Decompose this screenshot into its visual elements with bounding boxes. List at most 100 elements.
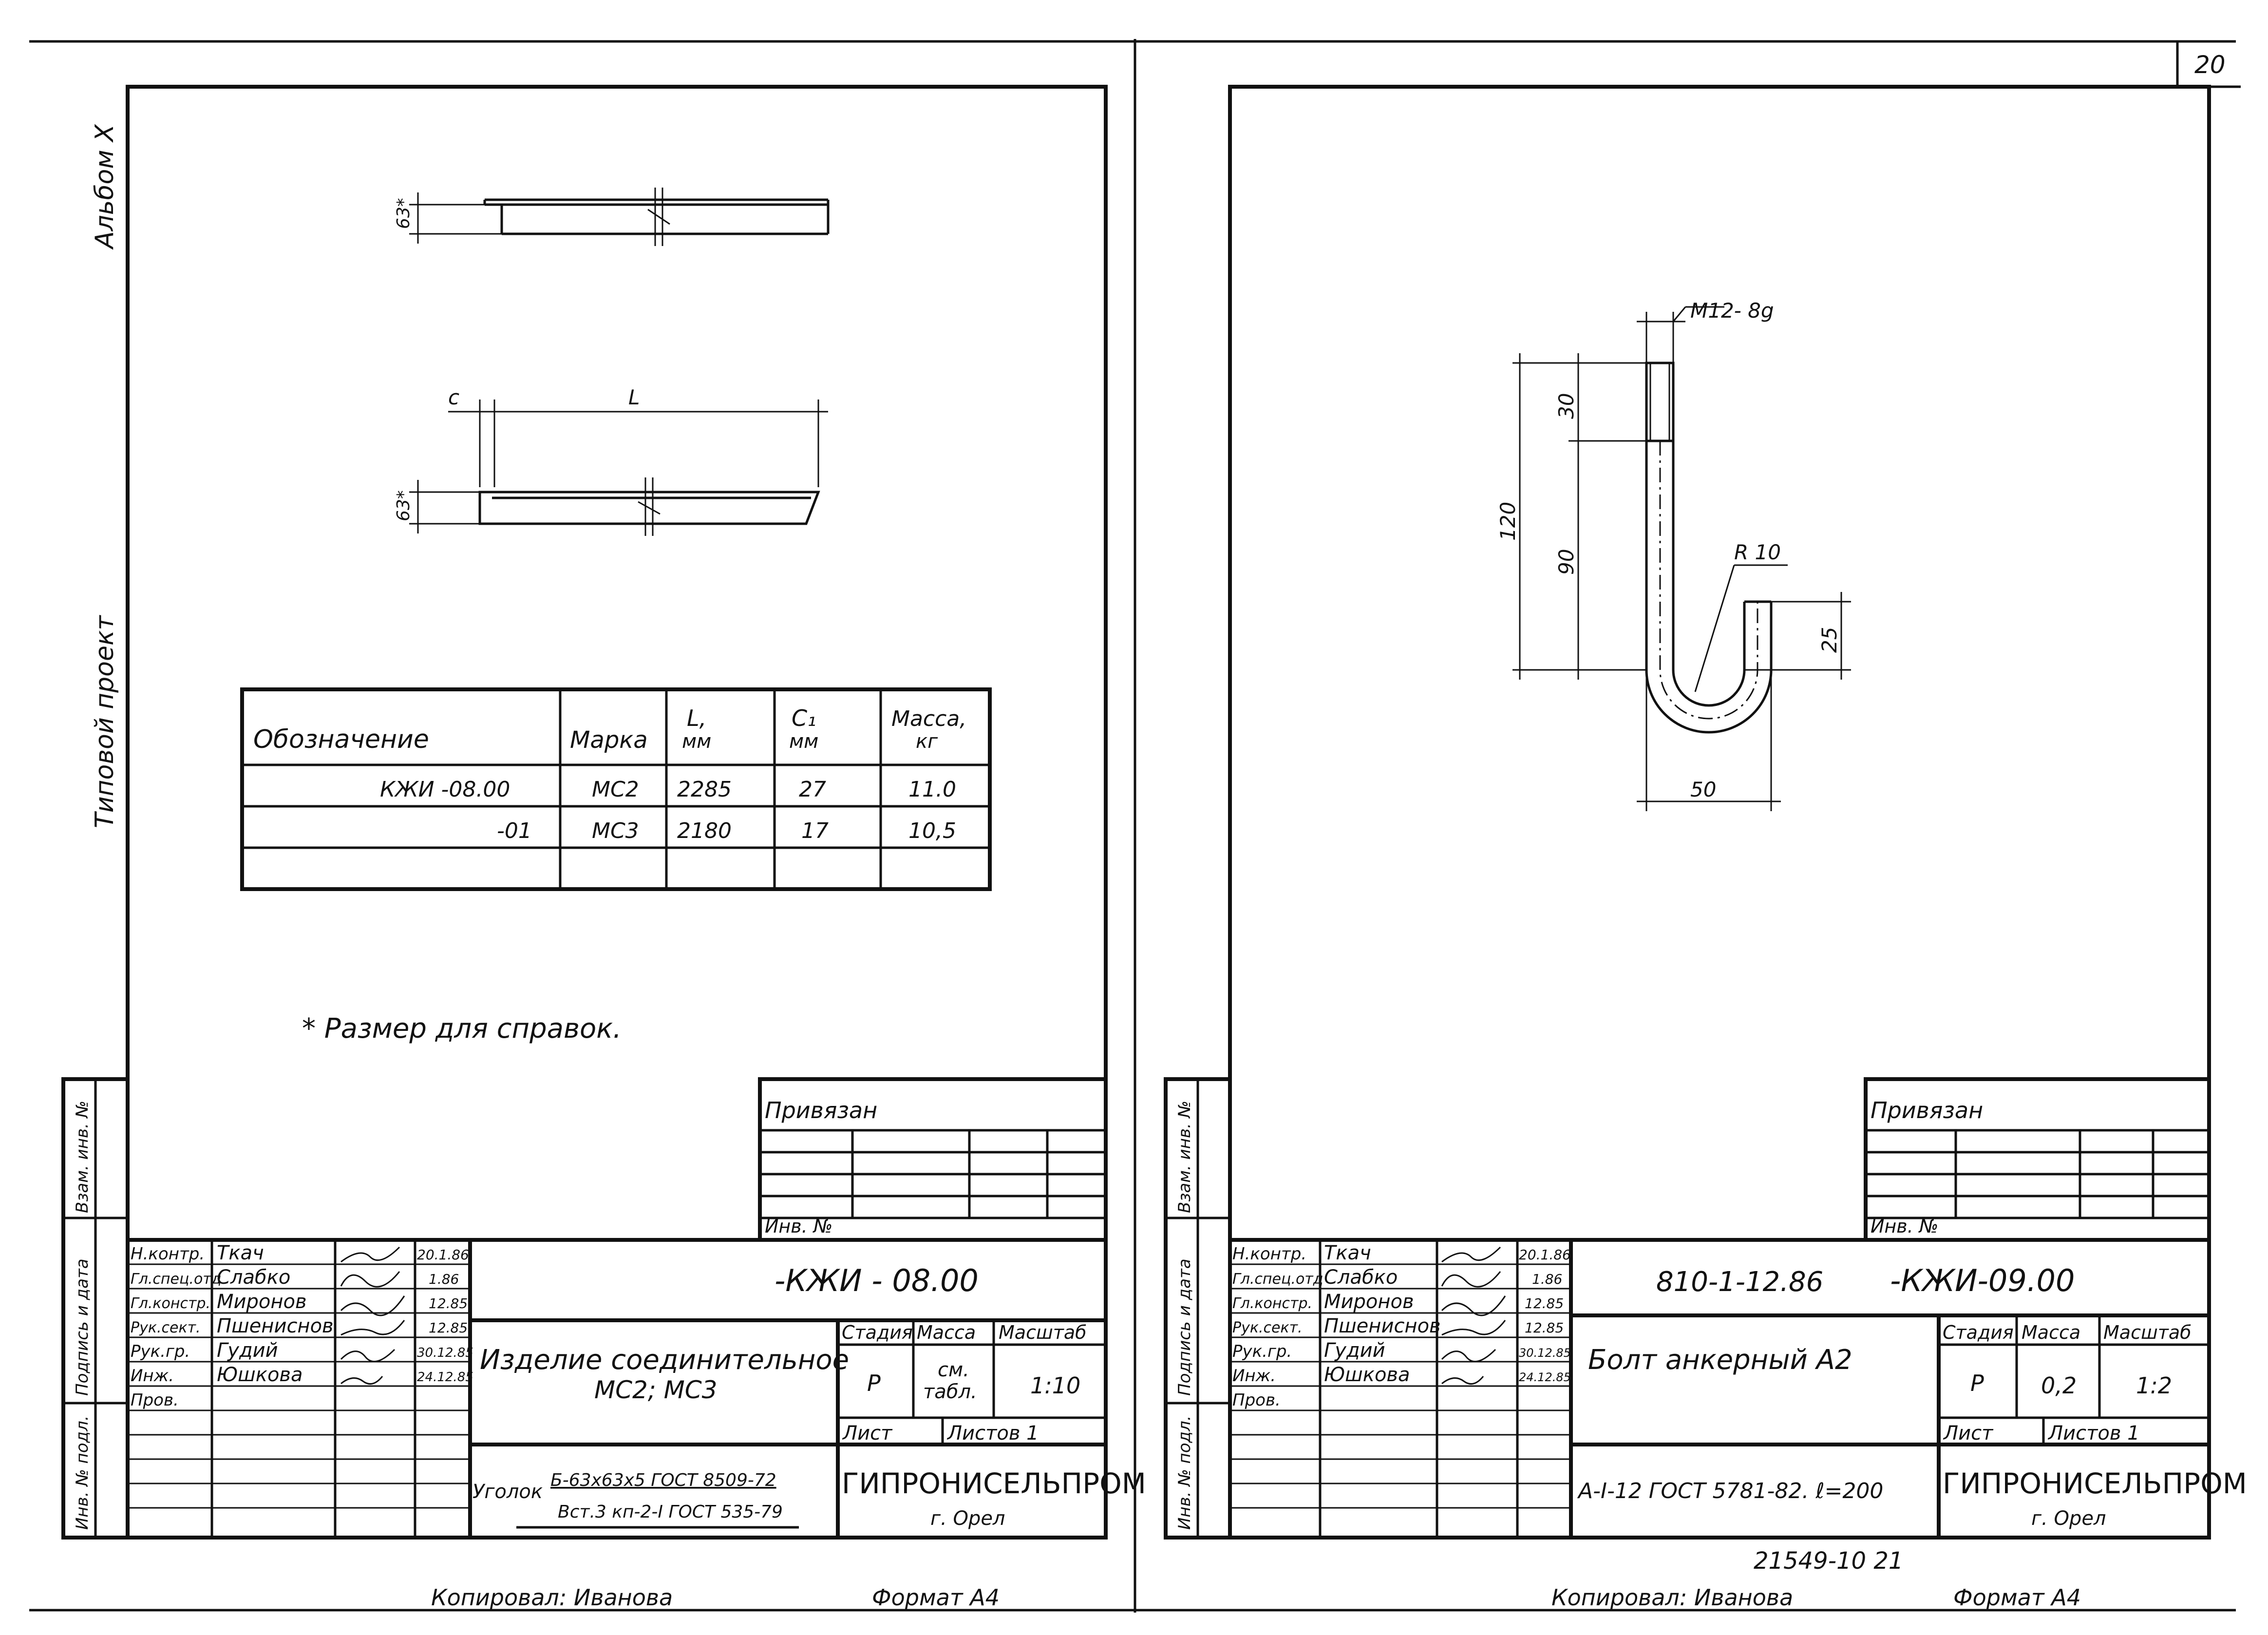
right-role-4: Рук.гр. bbox=[1232, 1342, 1292, 1361]
angle-view-top bbox=[409, 188, 830, 246]
left-inv-no-label: Инв. № bbox=[765, 1216, 832, 1237]
dim-25: 25 bbox=[1817, 627, 1841, 653]
left-mass-value-1: см. bbox=[938, 1359, 969, 1381]
table-header-C1-unit: мм bbox=[789, 730, 818, 753]
left-title-line1: Изделие соединительное bbox=[480, 1344, 849, 1376]
right-role-3: Рук.сект. bbox=[1232, 1319, 1303, 1336]
right-mass-header: Масса bbox=[2022, 1322, 2080, 1343]
left-title-line2: МС2; МС3 bbox=[594, 1376, 717, 1404]
left-date-4: 30.12.85 bbox=[417, 1346, 473, 1360]
right-stage-value: Р bbox=[1970, 1370, 1984, 1396]
left-date-3: 12.85 bbox=[429, 1320, 468, 1336]
left-name-0: Ткач bbox=[217, 1242, 264, 1264]
right-material: А-I-12 ГОСТ 5781-82. ℓ=200 bbox=[1577, 1479, 1883, 1503]
right-privyazan-label: Привязан bbox=[1871, 1097, 1983, 1123]
stamp-podpis-data: Подпись и дата bbox=[73, 1258, 92, 1396]
left-role-6: Пров. bbox=[131, 1390, 179, 1410]
left-mass-header: Масса bbox=[917, 1322, 976, 1343]
dim-r10: R 10 bbox=[1734, 540, 1781, 564]
right-date-1: 1.86 bbox=[1532, 1271, 1562, 1287]
right-sheets-label: Листов 1 bbox=[2047, 1422, 2140, 1445]
left-material-line1: Б-63х63х5 ГОСТ 8509-72 bbox=[550, 1470, 776, 1490]
left-sheets-label: Листов 1 bbox=[946, 1422, 1039, 1445]
right-title: Болт анкерный А2 bbox=[1588, 1344, 1852, 1376]
left-name-2: Миронов bbox=[217, 1291, 307, 1313]
dim-c: c bbox=[448, 385, 459, 409]
right-date-0: 20.1.86 bbox=[1519, 1247, 1571, 1263]
right-date-4: 30.12.85 bbox=[1519, 1346, 1571, 1360]
table-row-1-mass: 11.0 bbox=[908, 777, 956, 802]
dim-50: 50 bbox=[1690, 778, 1716, 801]
table-header-L: L, bbox=[687, 705, 706, 731]
table-row-1-designation: КЖИ -08.00 bbox=[380, 777, 510, 802]
right-name-3: Пшениснов bbox=[1324, 1315, 1441, 1337]
right-copied-by: Копировал: Иванова bbox=[1551, 1584, 1793, 1611]
right-name-5: Юшкова bbox=[1324, 1364, 1410, 1386]
left-name-4: Гудий bbox=[217, 1339, 278, 1362]
specification-table bbox=[240, 687, 992, 891]
right-project-code: 810-1-12.86 bbox=[1656, 1266, 1823, 1298]
right-drawing-frame bbox=[1164, 85, 2211, 1540]
table-row-2-mark: МС3 bbox=[592, 818, 639, 843]
reference-note: * Размер для справок. bbox=[302, 1013, 622, 1045]
left-title-block bbox=[126, 1238, 1108, 1540]
right-date-5: 24.12.85 bbox=[1519, 1370, 1571, 1384]
right-stamp-inv-podl: Инв. № подл. bbox=[1175, 1415, 1194, 1530]
right-order-number: 21549-10 21 bbox=[1754, 1547, 1903, 1575]
left-material-line2: Вст.3 кп-2-I ГОСТ 535-79 bbox=[558, 1502, 783, 1522]
left-date-5: 24.12.85 bbox=[417, 1370, 473, 1385]
left-scale-value: 1:10 bbox=[1030, 1372, 1080, 1399]
page-number: 20 bbox=[2194, 51, 2226, 79]
right-inv-no-label: Инв. № bbox=[1871, 1216, 1938, 1237]
table-row-1-mark: МС2 bbox=[592, 777, 639, 802]
table-header-C1: C₁ bbox=[792, 705, 816, 731]
left-privyazan-label: Привязан bbox=[765, 1097, 877, 1123]
right-mass-value: 0,2 bbox=[2041, 1372, 2077, 1399]
right-role-5: Инж. bbox=[1232, 1366, 1276, 1386]
right-stamp-vzam-inv: Взам. инв. № bbox=[1175, 1101, 1194, 1213]
left-date-2: 12.85 bbox=[429, 1295, 468, 1312]
left-city: г. Орел bbox=[930, 1507, 1005, 1530]
right-stage-header: Стадия bbox=[1943, 1322, 2014, 1343]
right-designation: -КЖИ-09.00 bbox=[1890, 1263, 2075, 1298]
table-header-marka: Марка bbox=[570, 726, 648, 754]
right-role-6: Пров. bbox=[1232, 1390, 1281, 1410]
left-designation: -КЖИ - 08.00 bbox=[775, 1263, 979, 1298]
left-role-5: Инж. bbox=[131, 1366, 174, 1386]
right-city: г. Орел bbox=[2031, 1507, 2106, 1530]
dim-63-bottom: 63* bbox=[394, 490, 414, 521]
right-format: Формат А4 bbox=[1953, 1584, 2081, 1611]
left-name-5: Юшкова bbox=[217, 1364, 303, 1386]
dim-90: 90 bbox=[1554, 549, 1578, 575]
right-role-0: Н.контр. bbox=[1232, 1244, 1306, 1264]
table-header-L-unit: мм bbox=[682, 730, 711, 753]
left-role-4: Рук.гр. bbox=[131, 1342, 190, 1361]
left-sheet-label: Лист bbox=[842, 1422, 893, 1445]
table-header-oboznachenie: Обозначение bbox=[253, 725, 429, 754]
left-mass-value-2: табл. bbox=[923, 1381, 977, 1403]
right-name-0: Ткач bbox=[1324, 1242, 1371, 1264]
left-org: ГИПРОНИСЕЛЬПРОМ bbox=[842, 1467, 1146, 1500]
table-header-massa: Масса, bbox=[891, 706, 966, 731]
dim-thread: М12- 8g bbox=[1690, 299, 1774, 323]
dim-30: 30 bbox=[1554, 393, 1578, 419]
right-scale-header: Масштаб bbox=[2103, 1322, 2192, 1343]
left-role-3: Рук.сект. bbox=[131, 1319, 201, 1336]
left-name-3: Пшениснов bbox=[217, 1315, 334, 1337]
dim-L: L bbox=[628, 385, 640, 409]
left-role-1: Гл.спец.отд bbox=[131, 1271, 222, 1288]
left-format: Формат А4 bbox=[872, 1584, 1000, 1611]
stamp-vzam-inv: Взам. инв. № bbox=[73, 1101, 92, 1213]
table-row-2-designation: -01 bbox=[497, 818, 532, 843]
table-row-1-L: 2285 bbox=[677, 777, 732, 802]
right-date-3: 12.85 bbox=[1525, 1320, 1564, 1336]
right-role-1: Гл.спец.отд bbox=[1232, 1271, 1323, 1288]
dim-120: 120 bbox=[1496, 502, 1520, 541]
left-copied-by: Копировал: Иванова bbox=[431, 1584, 673, 1611]
album-label: Альбом X bbox=[90, 124, 119, 250]
right-org: ГИПРОНИСЕЛЬПРОМ bbox=[1943, 1467, 2247, 1500]
left-name-1: Слабко bbox=[217, 1266, 290, 1289]
left-role-0: Н.контр. bbox=[131, 1244, 205, 1264]
left-role-2: Гл.констр. bbox=[131, 1295, 210, 1312]
table-row-2-L: 2180 bbox=[677, 818, 732, 843]
